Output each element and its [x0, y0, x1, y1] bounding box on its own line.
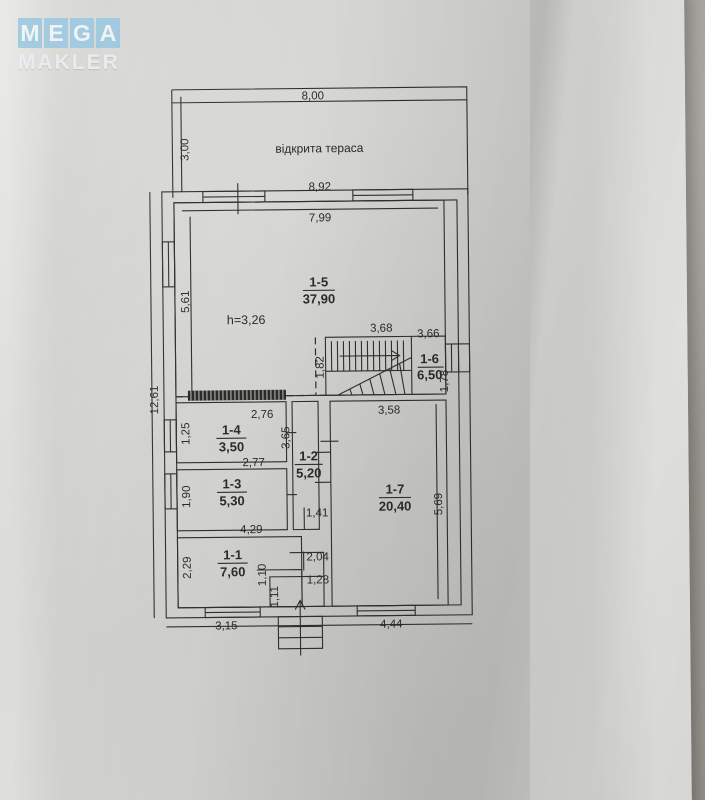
watermark-letter-g: G	[70, 18, 94, 48]
dim-r6-top: 3,66	[417, 328, 440, 340]
room-1-2-area: 5,20	[296, 465, 321, 480]
window-left-hall	[161, 241, 176, 288]
dim-terrace-top: 8,00	[302, 90, 325, 102]
staircase-main	[324, 335, 413, 396]
dim-vest-inner: 1,28	[307, 574, 330, 586]
window-top-left	[202, 183, 266, 215]
room-1-7-area: 20,40	[379, 498, 412, 513]
dashed-stair-edge	[314, 337, 317, 396]
terrace-outline	[171, 86, 469, 198]
room-1-4-id: 1-4	[222, 422, 242, 437]
room-1-3-area: 5,30	[219, 493, 244, 508]
watermark-letter-m: M	[18, 18, 42, 48]
dim-r1-bottom: 3,15	[215, 620, 238, 632]
dim-vest-stair: 1,11	[269, 586, 281, 608]
entrance-stairs	[277, 599, 324, 656]
window-left-r4	[163, 419, 178, 453]
dim-vest-left: 1,10	[257, 564, 269, 587]
terrace-label: відкрита тераса	[275, 141, 364, 156]
watermark-brand-row: M E G A	[18, 18, 120, 48]
dim-r1-top: 4,29	[240, 524, 263, 536]
watermark-subtitle: MAKLER	[18, 51, 120, 74]
room-1-4-area: 3,50	[219, 439, 244, 454]
dim-r2-bottom: 1,41	[306, 507, 329, 519]
watermark-letter-e: E	[44, 18, 68, 48]
dim-r6-right: 1,78	[439, 370, 451, 393]
dim-vest-top: 2,04	[306, 551, 329, 563]
room-1-7-id: 1-7	[385, 481, 404, 496]
window-bottom-left	[204, 606, 261, 619]
dim-r7-right: 5,69	[433, 493, 445, 516]
ceiling-height-note: h=3,26	[227, 313, 266, 327]
dim-r1-left: 2,29	[182, 556, 194, 579]
room-1-2-id: 1-2	[299, 448, 318, 463]
room-1-3-id: 1-3	[222, 476, 241, 491]
dim-r7-top: 3,58	[378, 404, 401, 416]
vestibule-walls	[256, 551, 325, 608]
dim-r3-left: 1,90	[181, 485, 193, 508]
dim-r3-top: 2,77	[242, 457, 265, 469]
room-1-1-id: 1-1	[223, 547, 242, 562]
dim-outer-top: 8,92	[309, 181, 332, 193]
hatched-wall-segment	[187, 389, 286, 401]
dim-stair-top: 3,68	[370, 323, 393, 335]
room-1-7-walls	[320, 399, 449, 607]
window-bottom-right	[356, 604, 416, 617]
window-right-r6	[444, 343, 471, 373]
dim-r7-bottom: 4,44	[380, 618, 403, 630]
dimension-lines	[149, 96, 473, 628]
dim-room5-left: 5,61	[180, 290, 192, 313]
dim-terrace-left: 3,00	[179, 138, 191, 161]
room-1-2-walls	[286, 400, 331, 531]
dim-r2-left: 3,65	[280, 426, 292, 449]
dim-r4-top: 2,76	[251, 409, 274, 421]
watermark-logo: M E G A MAKLER	[18, 18, 120, 75]
room-1-6-area: 6,50	[417, 367, 442, 382]
room-1-6-walls	[411, 335, 447, 395]
dim-inner-top: 7,99	[309, 212, 332, 224]
dim-r4-left: 1,25	[180, 422, 192, 445]
watermark-letter-a: A	[96, 18, 120, 48]
room-1-1-area: 7,60	[220, 564, 245, 579]
dim-stair-dash: 1,82	[315, 356, 327, 379]
dim-left-total: 12,61	[149, 386, 161, 415]
room-1-4-walls	[175, 401, 288, 464]
room-1-5-area: 37,90	[303, 291, 336, 306]
window-top-right	[352, 188, 414, 202]
window-left-r3	[164, 473, 178, 510]
room-1-3-walls	[176, 468, 288, 532]
room-1-6-id: 1-6	[420, 351, 439, 366]
room-1-5-id: 1-5	[309, 274, 328, 289]
